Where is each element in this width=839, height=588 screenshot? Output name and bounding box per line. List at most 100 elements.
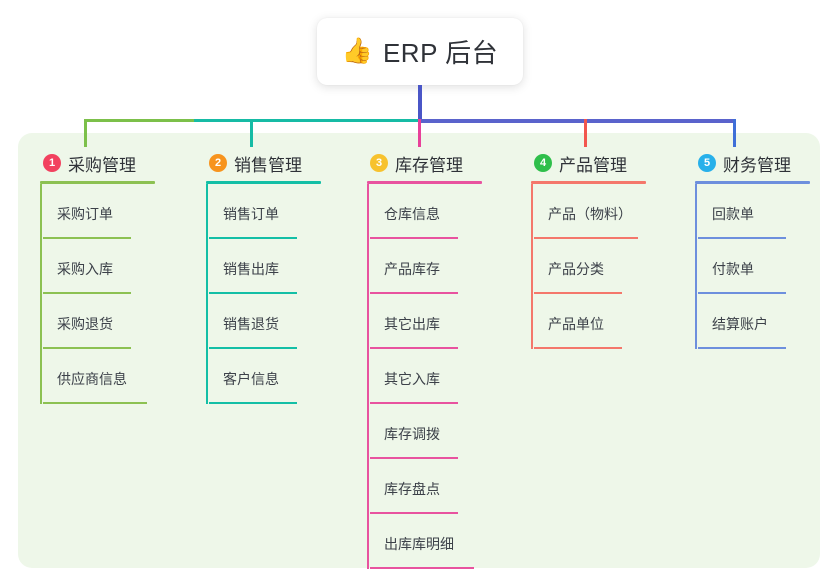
leaf-label: 回款单 — [712, 206, 754, 222]
branch-spine-5 — [695, 184, 697, 349]
leaf-rule — [209, 292, 297, 294]
branch-items-3: 仓库信息 产品库存 其它出库 其它入库 库存调拨 库存盘点 出库库明细 — [367, 184, 482, 569]
leaf-rule — [43, 292, 131, 294]
branch-items-5: 回款单 付款单 结算账户 — [695, 184, 810, 349]
branch-spine-3 — [367, 184, 369, 569]
branch-title-4: 产品管理 — [559, 155, 627, 175]
leaf-rule — [43, 347, 131, 349]
drop-line-5 — [733, 119, 736, 147]
branch-header-1[interactable]: 1 采购管理 — [40, 145, 155, 181]
branch-spine-4 — [531, 184, 533, 349]
branch-header-5[interactable]: 5 财务管理 — [695, 145, 810, 181]
branch-title-2: 销售管理 — [234, 155, 302, 175]
branch-title-5: 财务管理 — [723, 155, 791, 175]
leaf-rule — [534, 237, 638, 239]
leaf-rule — [370, 457, 458, 459]
leaf-rule — [698, 292, 786, 294]
leaf-rule — [209, 402, 297, 404]
bus-line-right — [418, 119, 736, 123]
leaf-label: 库存调拨 — [384, 426, 440, 442]
leaf-item[interactable]: 销售退货 — [209, 294, 321, 349]
trunk-line-vertical — [418, 85, 422, 122]
leaf-item[interactable]: 客户信息 — [209, 349, 321, 404]
branch-items-2: 销售订单 销售出库 销售退货 客户信息 — [206, 184, 321, 404]
leaf-label: 采购入库 — [57, 261, 113, 277]
leaf-item[interactable]: 产品分类 — [534, 239, 646, 294]
leaf-item[interactable]: 销售订单 — [209, 184, 321, 239]
leaf-item[interactable]: 销售出库 — [209, 239, 321, 294]
branch-column-3: 3 库存管理 仓库信息 产品库存 其它出库 其它入库 库存调拨 库存盘点 — [367, 145, 482, 569]
leaf-item[interactable]: 产品库存 — [370, 239, 482, 294]
leaf-label: 采购订单 — [57, 206, 113, 222]
branch-rule-5 — [695, 181, 810, 184]
branch-badge-1: 1 — [43, 154, 61, 172]
leaf-item[interactable]: 出库库明细 — [370, 514, 482, 569]
leaf-item[interactable]: 库存盘点 — [370, 459, 482, 514]
leaf-label: 仓库信息 — [384, 206, 440, 222]
branch-badge-2: 2 — [209, 154, 227, 172]
leaf-rule — [43, 237, 131, 239]
thumbs-up-icon: 👍 — [341, 37, 373, 65]
leaf-rule — [534, 292, 622, 294]
leaf-item[interactable]: 采购入库 — [43, 239, 155, 294]
leaf-label: 销售订单 — [223, 206, 279, 222]
leaf-item[interactable]: 其它入库 — [370, 349, 482, 404]
branch-title-3: 库存管理 — [395, 155, 463, 175]
branch-column-2: 2 销售管理 销售订单 销售出库 销售退货 客户信息 — [206, 145, 321, 404]
leaf-item[interactable]: 付款单 — [698, 239, 810, 294]
leaf-rule — [534, 347, 622, 349]
branch-rule-2 — [206, 181, 321, 184]
leaf-label: 产品分类 — [548, 261, 604, 277]
leaf-rule — [370, 292, 458, 294]
leaf-label: 产品单位 — [548, 316, 604, 332]
branch-header-2[interactable]: 2 销售管理 — [206, 145, 321, 181]
leaf-label: 供应商信息 — [57, 371, 127, 387]
leaf-label: 销售出库 — [223, 261, 279, 277]
leaf-item[interactable]: 产品（物料） — [534, 184, 646, 239]
leaf-label: 结算账户 — [712, 316, 768, 332]
branch-column-1: 1 采购管理 采购订单 采购入库 采购退货 供应商信息 — [40, 145, 155, 404]
leaf-label: 库存盘点 — [384, 481, 440, 497]
branch-spine-1 — [40, 184, 42, 404]
drop-line-1 — [84, 119, 87, 147]
leaf-label: 销售退货 — [223, 316, 279, 332]
branch-header-3[interactable]: 3 库存管理 — [367, 145, 482, 181]
leaf-rule — [370, 567, 474, 569]
leaf-item[interactable]: 采购订单 — [43, 184, 155, 239]
leaf-rule — [370, 237, 458, 239]
root-node[interactable]: 👍 ERP 后台 — [317, 18, 523, 85]
branch-column-4: 4 产品管理 产品（物料） 产品分类 产品单位 — [531, 145, 646, 349]
leaf-item[interactable]: 采购退货 — [43, 294, 155, 349]
leaf-rule — [370, 402, 458, 404]
leaf-label: 出库库明细 — [384, 536, 454, 552]
leaf-label: 付款单 — [712, 261, 754, 277]
branch-items-1: 采购订单 采购入库 采购退货 供应商信息 — [40, 184, 155, 404]
leaf-item[interactable]: 库存调拨 — [370, 404, 482, 459]
leaf-rule — [209, 347, 297, 349]
drop-line-2 — [250, 119, 253, 147]
leaf-item[interactable]: 产品单位 — [534, 294, 646, 349]
diagram-panel — [18, 133, 820, 568]
leaf-item[interactable]: 回款单 — [698, 184, 810, 239]
branch-badge-4: 4 — [534, 154, 552, 172]
branch-items-4: 产品（物料） 产品分类 产品单位 — [531, 184, 646, 349]
leaf-item[interactable]: 结算账户 — [698, 294, 810, 349]
branch-rule-3 — [367, 181, 482, 184]
leaf-rule — [43, 402, 147, 404]
leaf-rule — [370, 347, 458, 349]
leaf-rule — [370, 512, 458, 514]
branch-badge-5: 5 — [698, 154, 716, 172]
branch-rule-1 — [40, 181, 155, 184]
branch-rule-4 — [531, 181, 646, 184]
drop-line-4 — [584, 119, 587, 147]
leaf-item[interactable]: 供应商信息 — [43, 349, 155, 404]
leaf-label: 其它入库 — [384, 371, 440, 387]
leaf-item[interactable]: 其它出库 — [370, 294, 482, 349]
drop-line-3 — [418, 119, 421, 147]
leaf-label: 产品库存 — [384, 261, 440, 277]
branch-header-4[interactable]: 4 产品管理 — [531, 145, 646, 181]
branch-badge-3: 3 — [370, 154, 388, 172]
branch-column-5: 5 财务管理 回款单 付款单 结算账户 — [695, 145, 810, 349]
leaf-item[interactable]: 仓库信息 — [370, 184, 482, 239]
branch-spine-2 — [206, 184, 208, 404]
